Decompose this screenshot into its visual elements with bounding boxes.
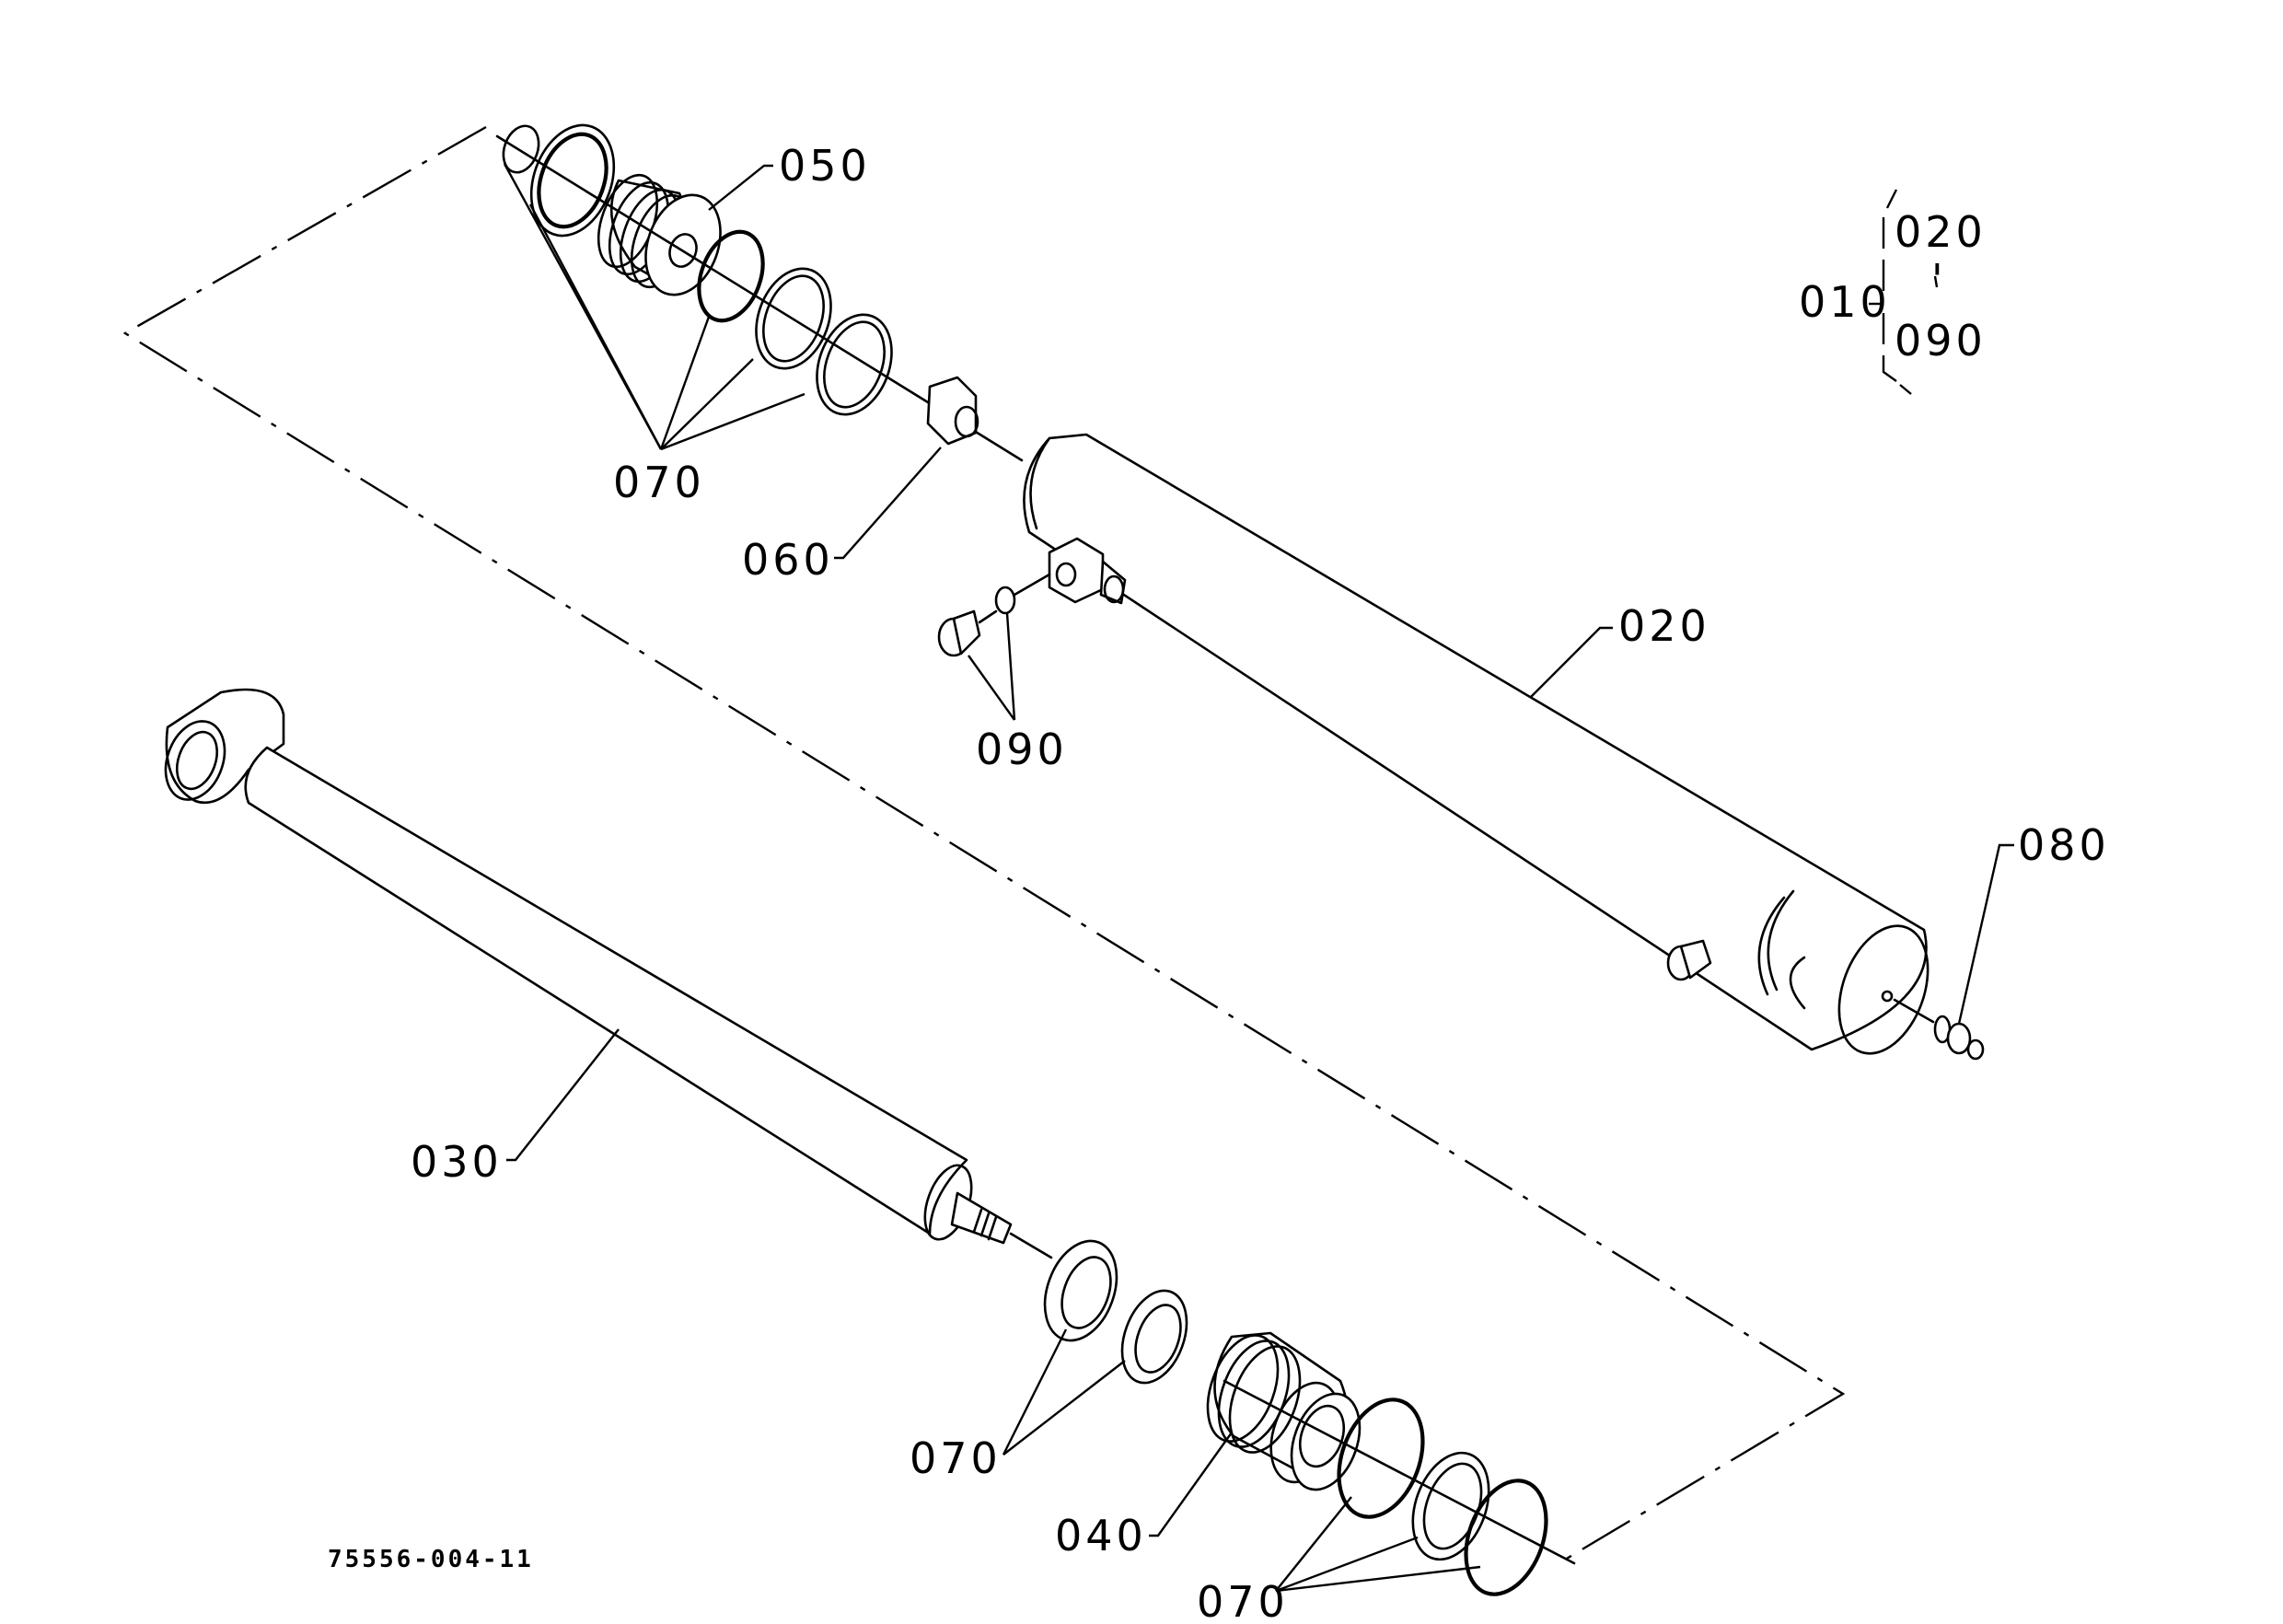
label-seals-lower-right-070: 070 (1197, 1577, 1289, 1624)
port-block (1048, 537, 1127, 605)
piston-rod (164, 688, 1053, 1259)
gland-assembly (1043, 1239, 1576, 1596)
backup-ring-1 (529, 123, 616, 238)
leader-lines (503, 163, 2014, 1593)
label-nut-060: 060 (742, 535, 834, 585)
label-range-start: 020 (1895, 207, 1987, 257)
label-range-end: 090 (1895, 316, 1987, 365)
label-seals-upper-070: 070 (613, 458, 705, 507)
rod-seal (1120, 1289, 1188, 1385)
label-range-separator: ' (1931, 255, 1947, 305)
label-seals-lower-left-070: 070 (910, 1433, 1002, 1483)
backup-ring-3 (816, 313, 893, 416)
assembly-outline (122, 125, 1846, 1567)
oring-1 (502, 124, 540, 174)
label-rod-030: 030 (411, 1137, 503, 1187)
backup-ring-2 (755, 267, 832, 370)
oring-3 (1337, 1398, 1425, 1519)
lower-port (1666, 939, 1712, 981)
backup-ring-4 (1411, 1451, 1490, 1561)
drawing-number: 75556-004-11 (328, 1546, 534, 1573)
label-tube-020: 020 (1618, 601, 1710, 651)
piston-assembly (495, 123, 1024, 462)
wiper-ring (1043, 1239, 1118, 1342)
label-assembly-010: 010 (1799, 277, 1891, 327)
cylinder-tube (1023, 433, 1930, 1055)
plug-fitting (937, 573, 1051, 657)
label-piston-050: 050 (779, 141, 871, 191)
lock-nut (926, 376, 979, 446)
label-grease-nipple-080: 080 (2018, 820, 2110, 870)
oring-2 (697, 229, 765, 323)
plug-washer (994, 586, 1016, 615)
label-fitting-090: 090 (976, 725, 1068, 774)
oring-4 (1464, 1479, 1548, 1596)
assembly-bracket (1869, 189, 1939, 395)
label-gland-040: 040 (1055, 1511, 1147, 1560)
grease-nipple (1893, 998, 1985, 1061)
